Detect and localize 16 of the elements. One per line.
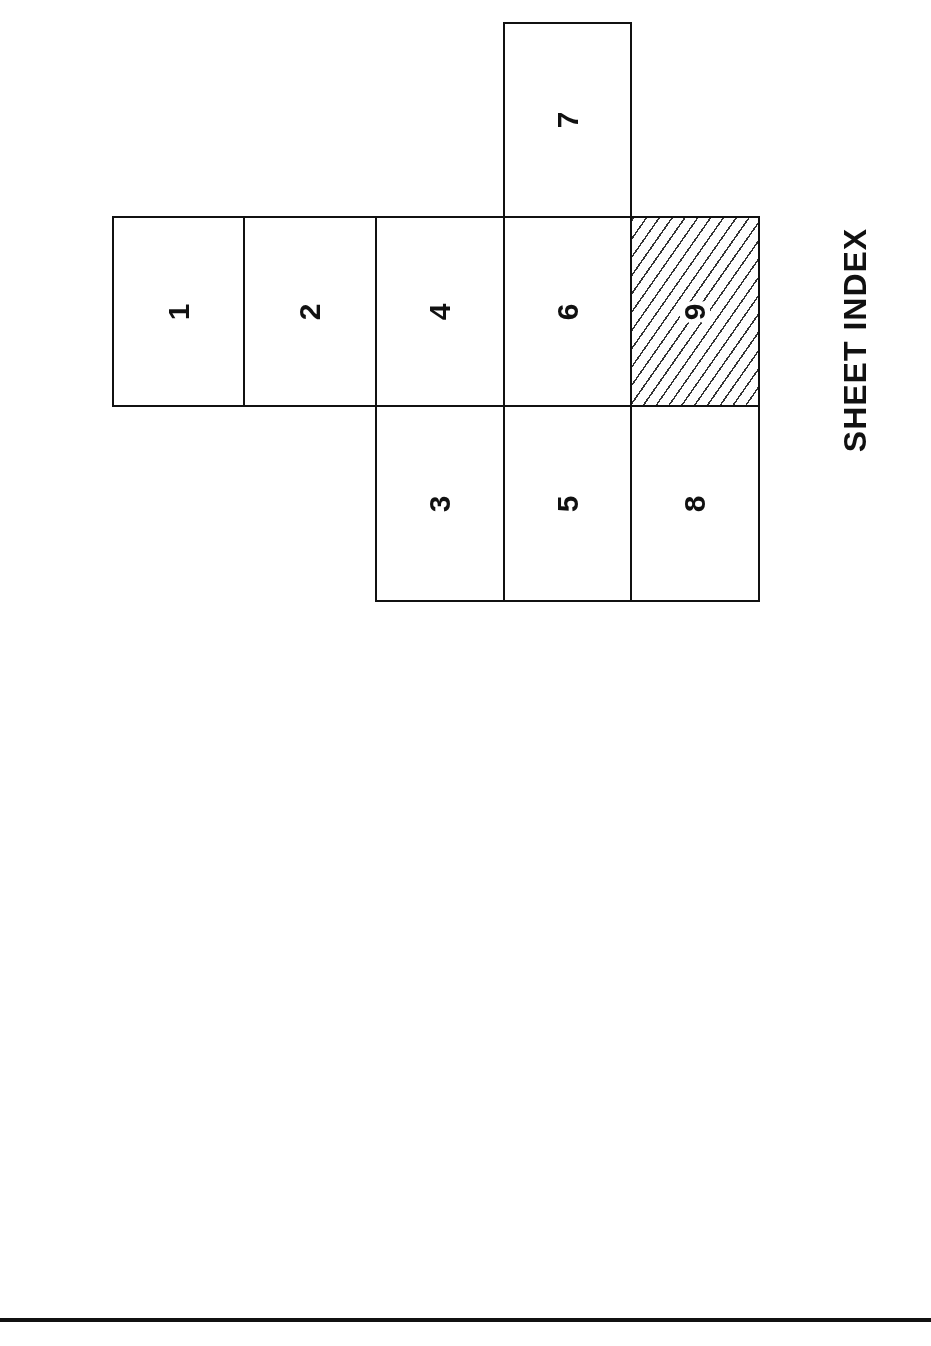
sheet-tile xyxy=(503,22,632,218)
sheet-number: 9 xyxy=(680,301,710,322)
index-title: SHEET INDEX xyxy=(836,227,874,453)
sheet-number: 4 xyxy=(425,303,455,320)
sheet-tile xyxy=(630,405,760,602)
sheet-number: 7 xyxy=(552,111,583,129)
sheet-number: 2 xyxy=(295,303,325,320)
hatched-sheet-tile xyxy=(630,216,760,407)
sheet-number: 1 xyxy=(163,303,194,320)
sheet-number: 6 xyxy=(552,303,583,320)
sheet-tile xyxy=(112,216,245,407)
sheet-number: 3 xyxy=(425,495,455,512)
sheet-tile xyxy=(243,216,377,407)
sheet-number: 8 xyxy=(680,495,710,512)
sheet-tile xyxy=(375,405,505,602)
sheet-number: 5 xyxy=(552,495,583,512)
